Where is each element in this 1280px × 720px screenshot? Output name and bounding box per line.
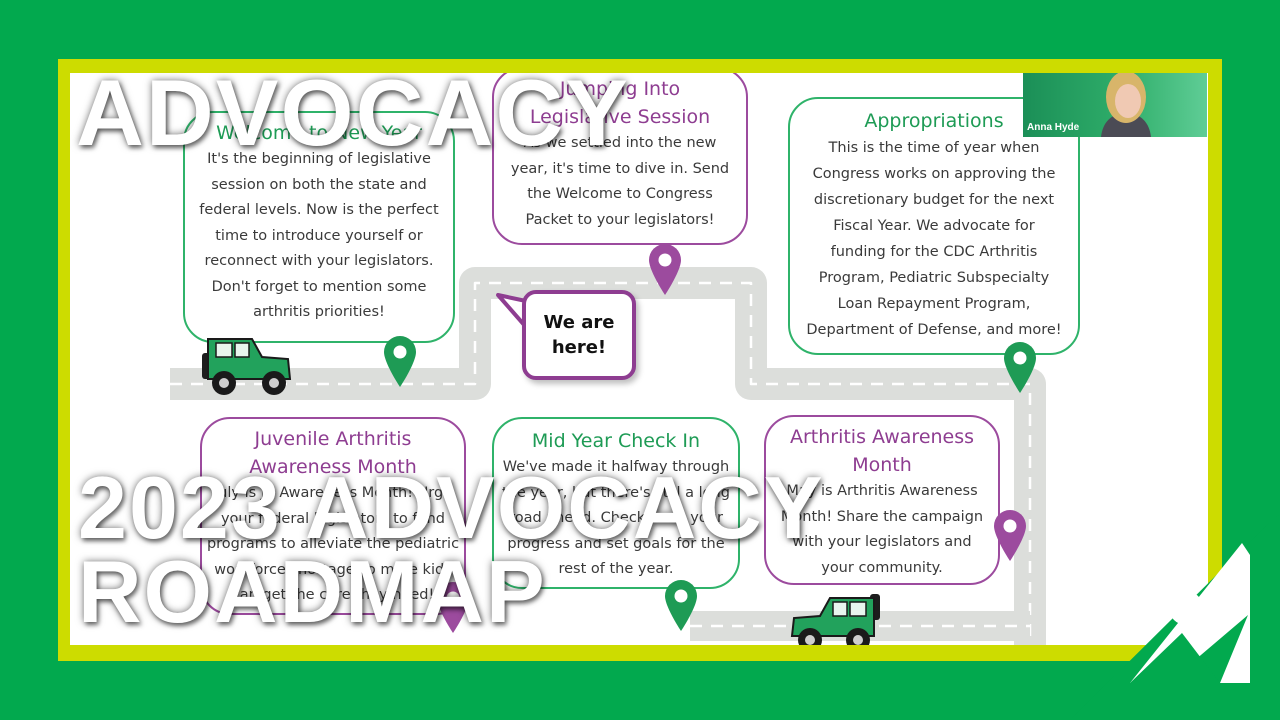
card-awareness-line: May is Arthritis Awareness <box>786 483 978 499</box>
map-pin-icon <box>1004 342 1036 393</box>
overlay-title-line: 2023 ADVOCACY <box>78 458 825 557</box>
card-appropriations-line: Congress works on approving the <box>812 166 1056 182</box>
card-midyear-line: We've made it halfway through <box>502 459 730 475</box>
card-appropriations-line: Fiscal Year. We advocate for <box>833 218 1035 234</box>
map-pin-icon <box>649 244 681 295</box>
card-welcome-line: arthritis priorities! <box>253 304 385 320</box>
card-jumping-line: year, it's time to dive in. Send <box>510 160 730 177</box>
we-are-here-bubble: We are here! <box>522 290 636 380</box>
card-midyear-line: road ahead. Check in on your <box>509 510 723 526</box>
card-appropriations-line: Loan Repayment Program, <box>837 296 1031 312</box>
card-midyear-title: Mid Year Check In <box>531 430 701 452</box>
card-welcome-line: federal levels. Now is the perfect <box>199 202 439 218</box>
card-juvenile-title-2: Awareness Month <box>249 456 417 478</box>
card-juvenile-line: July is JA Awareness Month! Urge <box>213 485 453 501</box>
card-juvenile-title-1: Juvenile Arthritis <box>254 428 412 450</box>
bubble-line-2: here! <box>551 337 607 358</box>
card-awareness-line: Month! Share the campaign <box>780 508 984 525</box>
card-midyear-line: progress and set goals for the <box>507 535 725 552</box>
map-pin-icon <box>665 580 697 631</box>
card-juvenile-line: programs to alleviate the pediatric <box>206 536 460 552</box>
presenter-video-icon <box>1101 73 1151 137</box>
map-pin-icon <box>384 336 416 387</box>
webcam-thumbnail: Anna Hyde <box>1023 73 1207 137</box>
webcam-name-label: Anna Hyde <box>1027 122 1080 133</box>
jeep-icon <box>790 594 880 645</box>
card-jumping-title-2: Legislative Session <box>529 106 711 128</box>
map-pin-icon <box>437 582 469 633</box>
card-jumping-line: As we settled into the new <box>523 135 717 151</box>
bubble-line-1: We are <box>543 312 615 333</box>
card-juvenile: Juvenile Arthritis Awareness Month July … <box>200 417 466 615</box>
card-appropriations-line: funding for the CDC Arthritis <box>830 244 1038 260</box>
card-midyear-line: the year, but there's still a long <box>502 484 730 501</box>
card-juvenile-line: your federal legislators to fund <box>220 510 446 527</box>
card-jumping-line: the Welcome to Congress <box>527 186 713 202</box>
card-juvenile-line: can get the care they need! <box>231 587 435 603</box>
jeep-icon <box>202 338 292 395</box>
card-welcome-line: reconnect with your legislators. <box>204 253 434 269</box>
map-pin-icon <box>994 510 1026 561</box>
card-jumping: Jumping Into Legislative Session As we s… <box>492 73 748 245</box>
card-midyear: Mid Year Check In We've made it halfway … <box>492 417 740 589</box>
card-juvenile-line: workforce shortage so more kids <box>214 561 452 578</box>
card-appropriations-line: discretionary budget for the next <box>813 192 1055 208</box>
card-appropriations-title: Appropriations <box>864 110 1004 132</box>
card-welcome: Welcome to New Year It's the beginning o… <box>183 111 455 343</box>
card-welcome-title: Welcome to New Year <box>216 122 422 144</box>
card-jumping-title-1: Jumping Into <box>559 78 681 100</box>
card-appropriations-line: This is the time of year when <box>828 140 1040 156</box>
card-welcome-line: time to introduce yourself or <box>215 227 423 244</box>
card-welcome-line: Don't forget to mention some <box>211 278 427 295</box>
card-jumping-line: Packet to your legislators! <box>525 211 715 228</box>
card-welcome-line: session on both the state and <box>211 176 427 193</box>
card-awareness-title-2: Month <box>852 454 912 476</box>
card-welcome-line: It's the beginning of legislative <box>207 151 431 167</box>
card-awareness-title-1: Arthritis Awareness <box>789 426 975 448</box>
card-appropriations-line: Program, Pediatric Subspecialty <box>818 270 1050 286</box>
card-awareness: Arthritis Awareness Month May is Arthrit… <box>764 415 1000 585</box>
overlay-title-top: ADVOCACY <box>76 60 630 165</box>
overlay-title-line: ROADMAP <box>78 542 547 641</box>
brand-logo-icon <box>1070 515 1280 720</box>
card-awareness-line: with your legislators and <box>792 534 972 550</box>
card-appropriations: Appropriations This is the time of year … <box>788 97 1080 355</box>
card-awareness-line: your community. <box>821 559 943 576</box>
card-midyear-line: rest of the year. <box>558 561 674 577</box>
card-appropriations-line: Department of Defense, and more! <box>806 322 1062 338</box>
overlay-title-bottom: 2023 ADVOCACY ROADMAP <box>78 458 825 641</box>
roadmap-slide: Welcome to New Year It's the beginning o… <box>70 73 1208 645</box>
